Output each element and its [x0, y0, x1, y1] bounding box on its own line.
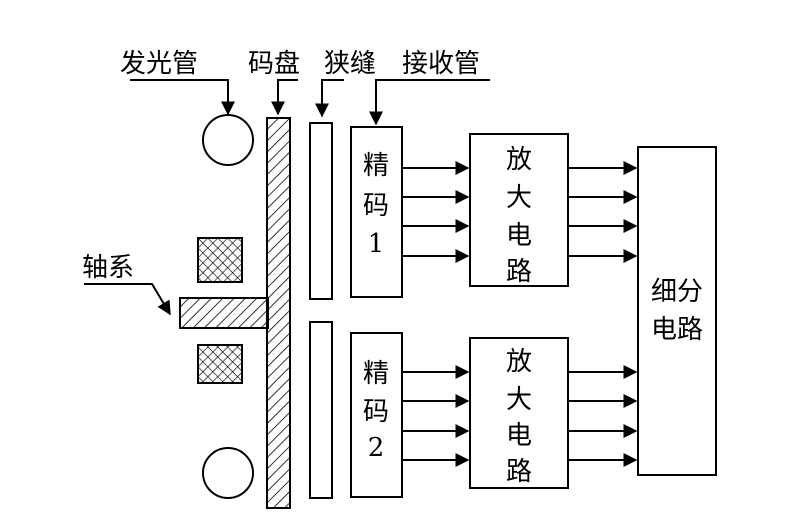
amplifier-2-char-2: 大	[506, 385, 532, 415]
subdivision-circuit	[637, 146, 717, 476]
arrows-receiver-2-to-amplifier-2	[402, 365, 470, 467]
bearing-upper-icon	[197, 237, 243, 283]
label-slit: 狭缝	[324, 49, 376, 79]
amplifier-2	[469, 337, 569, 489]
arrows-receiver-1-to-amplifier-1	[402, 161, 470, 263]
code-disk	[266, 117, 291, 509]
receiver-2-char-3: 2	[368, 433, 385, 463]
bearing-lower-icon	[197, 344, 243, 384]
arrows-amplifier-2-to-subdivision	[568, 365, 638, 467]
amplifier-2-char-1: 放	[506, 347, 532, 377]
receiver-2	[350, 332, 403, 498]
receiver-2-char-1: 精	[363, 359, 389, 389]
emitter-top-icon	[202, 114, 254, 166]
label-code-disk: 码盘	[248, 49, 300, 79]
emitter-bottom-icon	[202, 447, 254, 499]
amplifier-1-char-2: 大	[506, 183, 532, 213]
amplifier-1-char-3: 电	[506, 221, 532, 251]
arrows-amplifier-1-to-subdivision	[568, 161, 638, 263]
shaft	[179, 297, 269, 329]
subdivision-line-2: 电路	[651, 315, 703, 345]
amplifier-2-char-4: 路	[506, 457, 532, 487]
emitter-leader	[130, 79, 235, 116]
subdivision-line-1: 细分	[651, 277, 703, 307]
code-disk-leader	[271, 79, 298, 116]
receiver-1	[350, 126, 403, 298]
receiver-1-char-2: 码	[363, 191, 389, 221]
amplifier-1	[469, 133, 569, 287]
receiver-1-char-3: 1	[368, 229, 385, 259]
slit-upper	[309, 122, 333, 300]
label-receiver: 接收管	[402, 49, 480, 79]
amplifier-1-char-4: 路	[506, 257, 532, 287]
receiver-1-char-1: 精	[363, 151, 389, 181]
shaft-leader	[84, 283, 171, 316]
receiver-leader	[369, 79, 490, 126]
slit-leader	[315, 79, 344, 118]
amplifier-1-char-1: 放	[506, 145, 532, 175]
receiver-2-char-2: 码	[363, 397, 389, 427]
amplifier-2-char-3: 电	[506, 421, 532, 451]
label-emitter: 发光管	[120, 49, 198, 79]
label-shaft: 轴系	[82, 253, 134, 283]
slit-lower	[309, 321, 333, 499]
